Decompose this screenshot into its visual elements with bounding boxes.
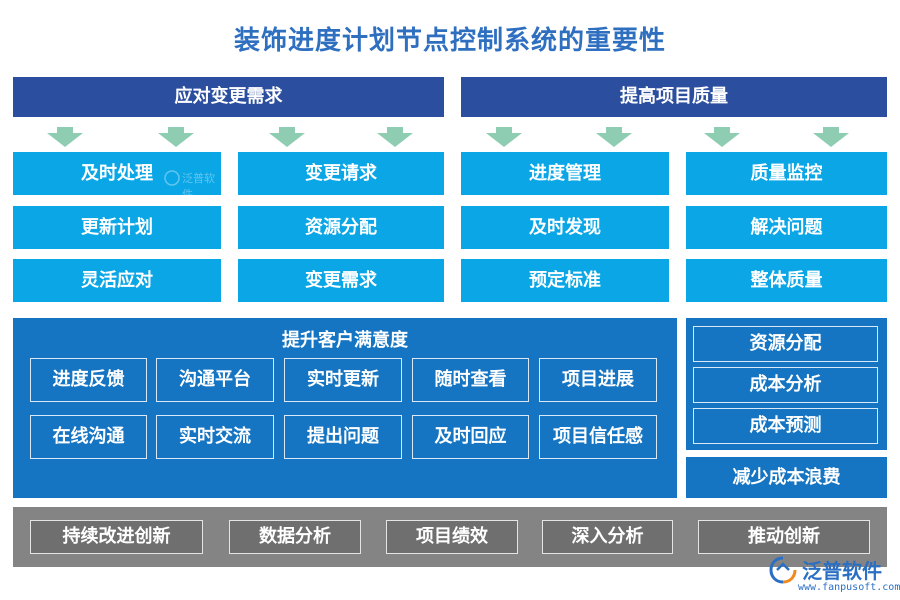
header-quality: 提高项目质量: [461, 77, 887, 117]
watermark-logo: 泛普软件: [164, 166, 220, 201]
grid-cell: 及时发现: [461, 206, 669, 249]
down-arrow-icon: [158, 127, 194, 147]
cost-item: 成本分析: [693, 367, 878, 403]
down-arrow-icon: [813, 127, 849, 147]
satisfaction-item: 及时回应: [412, 415, 529, 459]
grid-cell: 解决问题: [686, 206, 887, 249]
satisfaction-title: 提升客户满意度: [282, 330, 408, 351]
header-change-requirements: 应对变更需求: [13, 77, 444, 117]
grid-cell: 变更需求: [238, 259, 444, 302]
watermark-text: 泛普软件: [182, 172, 215, 201]
satisfaction-item: 项目进展: [539, 358, 657, 402]
down-arrow-icon: [269, 127, 305, 147]
bottom-bar: 持续改进创新 数据分析 项目绩效 深入分析 推动创新: [13, 507, 887, 567]
down-arrow-icon: [596, 127, 632, 147]
grid-cell: 及时处理: [13, 152, 221, 195]
bottom-item: 项目绩效: [386, 520, 518, 554]
brand-name: 泛普软件: [802, 559, 882, 583]
down-arrow-icon: [47, 127, 83, 147]
satisfaction-item: 实时交流: [156, 415, 274, 459]
bottom-item: 推动创新: [698, 520, 870, 554]
grid-cell: 进度管理: [461, 152, 669, 195]
bottom-item: 深入分析: [542, 520, 673, 554]
grid-cell: 变更请求: [238, 152, 444, 195]
grid-cell: 质量监控: [686, 152, 887, 195]
diagram-title: 装饰进度计划节点控制系统的重要性: [233, 26, 666, 56]
watermark-icon: [164, 170, 180, 186]
satisfaction-item: 项目信任感: [539, 415, 657, 459]
brand-logo: 泛普软件 www.fanpusoft.com: [768, 555, 900, 597]
down-arrow-icon: [704, 127, 740, 147]
brand-url: www.fanpusoft.com: [798, 582, 900, 593]
satisfaction-item: 提出问题: [284, 415, 402, 459]
satisfaction-panel: 提升客户满意度 进度反馈 沟通平台 实时更新 随时查看 项目进展 在线沟通 实时…: [13, 318, 677, 498]
brand-logo-icon: [769, 556, 797, 584]
grid-cell: 整体质量: [686, 259, 887, 302]
bottom-item: 数据分析: [229, 520, 361, 554]
cost-title: 减少成本浪费: [686, 457, 887, 498]
grid-cell: 资源分配: [238, 206, 444, 249]
satisfaction-item: 进度反馈: [30, 358, 147, 402]
cost-item: 成本预测: [693, 408, 878, 444]
satisfaction-item: 在线沟通: [30, 415, 147, 459]
cost-item: 资源分配: [693, 326, 878, 362]
cost-items-panel: 资源分配 成本分析 成本预测: [686, 318, 887, 450]
satisfaction-item: 实时更新: [284, 358, 402, 402]
grid-cell: 更新计划: [13, 206, 221, 249]
down-arrow-icon: [486, 127, 522, 147]
grid-cell: 灵活应对: [13, 259, 221, 302]
satisfaction-item: 沟通平台: [156, 358, 274, 402]
grid-cell: 预定标准: [461, 259, 669, 302]
down-arrow-icon: [377, 127, 413, 147]
bottom-item: 持续改进创新: [30, 520, 203, 554]
satisfaction-item: 随时查看: [412, 358, 529, 402]
